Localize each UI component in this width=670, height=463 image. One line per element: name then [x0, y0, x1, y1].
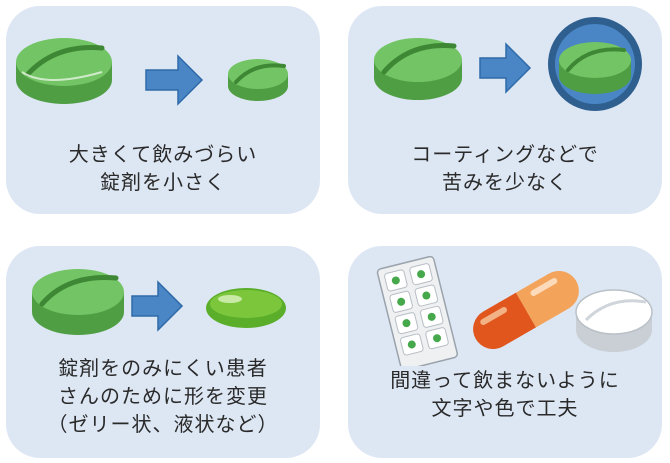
caption-line: 苦みを少なく: [442, 170, 568, 194]
caption-line: コーティングなどで: [411, 142, 599, 166]
identification-illustration: [376, 255, 653, 366]
arrow-right-icon: [479, 42, 532, 94]
small-tablet-icon: [228, 59, 288, 101]
panel-coating: コーティングなどで 苦みを少なく: [348, 6, 662, 214]
shape-caption: 錠剤をのみにくい患者 さんのために形を変更 （ゼリー状、液状など）: [6, 354, 320, 438]
large-tablet-icon: [32, 269, 124, 335]
shape-illustration: [32, 269, 286, 335]
shrink-illustration: [16, 38, 288, 106]
blister-pack-icon: [376, 255, 459, 366]
white-tablet-icon: [575, 289, 653, 352]
coating-illustration: [374, 17, 642, 111]
identification-caption: 間違って飲まないように 文字や色で工夫: [348, 366, 662, 422]
caption-line: 文字や色で工夫: [431, 396, 579, 420]
capsule-icon: [473, 271, 579, 349]
coated-tablet-icon: [548, 17, 642, 111]
caption-line: さんのために形を変更: [58, 384, 268, 408]
caption-line: 間違って飲まないように: [390, 368, 620, 392]
jelly-capsule-icon: [206, 288, 286, 328]
caption-line: （ゼリー状、液状など）: [47, 412, 279, 436]
caption-line: 錠剤を小さく: [100, 170, 226, 194]
panel-color-text: 間違って飲まないように 文字や色で工夫: [348, 246, 662, 458]
panel-shrink-tablet: 大きくて飲みづらい 錠剤を小さく: [6, 6, 320, 214]
caption-line: 大きくて飲みづらい: [68, 142, 258, 166]
coating-caption: コーティングなどで 苦みを少なく: [348, 140, 662, 196]
large-tablet-icon: [16, 38, 112, 104]
large-tablet-icon: [374, 38, 462, 100]
arrow-right-icon: [145, 54, 204, 106]
caption-line: 錠剤をのみにくい患者: [58, 356, 268, 380]
panel-shape-change: 錠剤をのみにくい患者 さんのために形を変更 （ゼリー状、液状など）: [6, 246, 320, 458]
arrow-right-icon: [131, 280, 184, 332]
shrink-caption: 大きくて飲みづらい 錠剤を小さく: [6, 140, 320, 196]
